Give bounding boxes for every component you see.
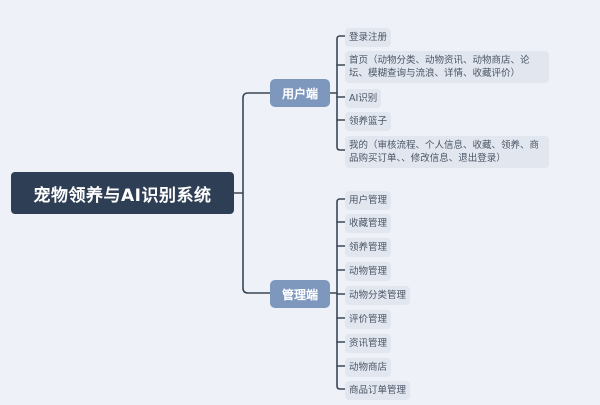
leaf-label: 登录注册 bbox=[349, 32, 388, 43]
leaf-adoption-basket[interactable]: 领养篮子 bbox=[345, 112, 392, 131]
leaf-label: 动物商店 bbox=[349, 362, 388, 373]
leaf-label: 商品订单管理 bbox=[349, 385, 407, 396]
leaf-animal-category-management[interactable]: 动物分类管理 bbox=[345, 286, 411, 305]
branch-label: 用户端 bbox=[281, 86, 318, 101]
leaf-favorites-management[interactable]: 收藏管理 bbox=[345, 214, 392, 233]
leaf-login-register[interactable]: 登录注册 bbox=[345, 28, 392, 47]
leaf-news-management[interactable]: 资讯管理 bbox=[345, 334, 392, 353]
leaf-user-management[interactable]: 用户管理 bbox=[345, 191, 392, 210]
leaf-ai-recognition[interactable]: AI识别 bbox=[345, 89, 382, 108]
leaf-label: 资讯管理 bbox=[349, 338, 388, 349]
leaf-adoption-management[interactable]: 领养管理 bbox=[345, 238, 392, 257]
leaf-label: 动物分类管理 bbox=[349, 290, 407, 301]
leaf-label: 动物管理 bbox=[349, 266, 388, 277]
leaf-label: 领养篮子 bbox=[349, 116, 388, 127]
branch-label: 管理端 bbox=[281, 287, 318, 302]
leaf-label: 首页（动物分类、动物资讯、动物商店、论坛、模糊查询与流浪、详情、收藏评价） bbox=[349, 55, 530, 79]
leaf-label: 用户管理 bbox=[349, 195, 388, 206]
leaf-product-order-management[interactable]: 商品订单管理 bbox=[345, 381, 411, 400]
leaf-home[interactable]: 首页（动物分类、动物资讯、动物商店、论坛、模糊查询与流浪、详情、收藏评价） bbox=[345, 51, 549, 83]
leaf-label: 领养管理 bbox=[349, 242, 388, 253]
root-node[interactable]: 宠物领养与AI识别系统 bbox=[11, 172, 234, 214]
leaf-label: AI识别 bbox=[349, 93, 378, 104]
leaf-animal-store[interactable]: 动物商店 bbox=[345, 358, 392, 377]
leaf-label: 评价管理 bbox=[349, 314, 388, 325]
branch-admin-side[interactable]: 管理端 bbox=[270, 280, 330, 308]
leaf-label: 我的（审核流程、个人信息、收藏、领养、商品购买订单、、修改信息、退出登录） bbox=[349, 140, 540, 164]
leaf-mine[interactable]: 我的（审核流程、个人信息、收藏、领养、商品购买订单、、修改信息、退出登录） bbox=[345, 136, 549, 168]
leaf-animal-management[interactable]: 动物管理 bbox=[345, 262, 392, 281]
leaf-label: 收藏管理 bbox=[349, 218, 388, 229]
leaf-review-management[interactable]: 评价管理 bbox=[345, 310, 392, 329]
branch-user-side[interactable]: 用户端 bbox=[270, 79, 330, 107]
root-label: 宠物领养与AI识别系统 bbox=[33, 185, 212, 206]
